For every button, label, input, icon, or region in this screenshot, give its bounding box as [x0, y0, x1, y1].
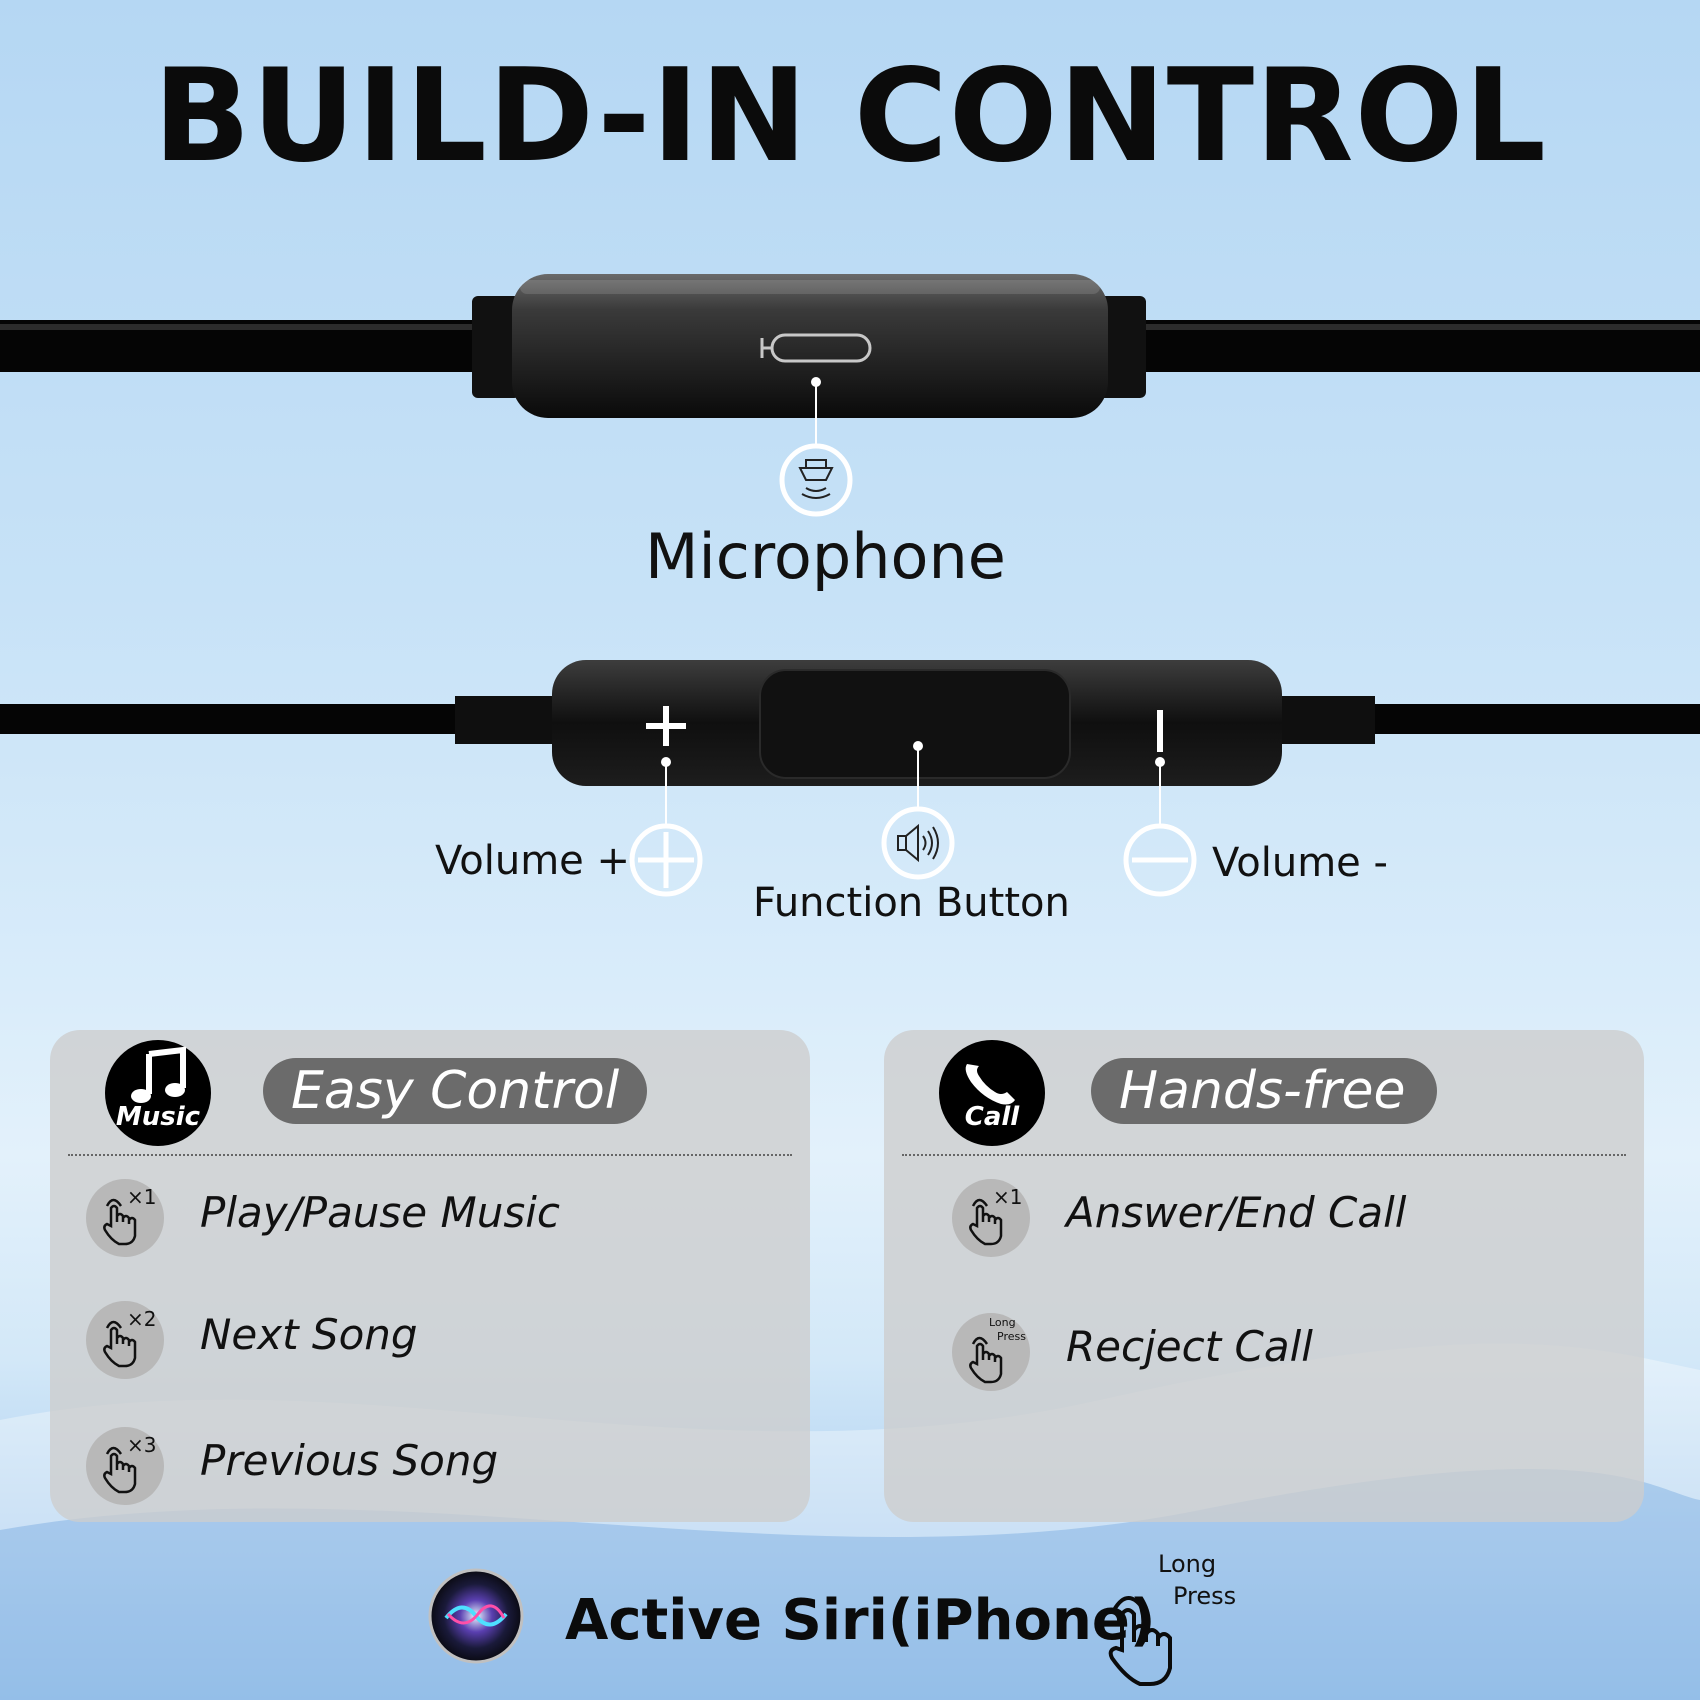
tap-hand-icon: Long Press	[952, 1313, 1030, 1391]
siri-long-label: Long	[1158, 1550, 1217, 1578]
music-note-icon	[131, 1046, 186, 1103]
tap-hand-icon: ×1	[86, 1179, 164, 1257]
hands-free-panel: Call Hands-free ×1 Answer/End Call Long …	[884, 1030, 1644, 1522]
svg-text:Long: Long	[989, 1316, 1016, 1329]
tap-hand-icon: ×1	[952, 1179, 1030, 1257]
music-badge-label: Music	[115, 1102, 201, 1132]
easy-control-heading: Easy Control	[263, 1058, 648, 1124]
music-badge: Music	[105, 1040, 211, 1146]
list-item: Long Press Recject Call	[951, 1312, 1651, 1392]
row-text: Next Song	[200, 1310, 418, 1359]
tap-hand-icon: ×2	[86, 1301, 164, 1379]
siri-label: Active Siri(iPhone)	[565, 1588, 1156, 1653]
microphone-icon	[779, 443, 853, 517]
panel-divider	[902, 1154, 1626, 1156]
page-title: BUILD-IN CONTROL	[153, 42, 1547, 191]
call-badge: Call	[939, 1040, 1045, 1146]
siri-orb-icon	[428, 1568, 524, 1664]
svg-text:×2: ×2	[127, 1307, 156, 1331]
svg-text:×3: ×3	[127, 1433, 156, 1457]
list-item: ×3 Previous Song	[85, 1426, 785, 1506]
tap-hand-icon: ×3	[86, 1427, 164, 1505]
volume-down-label: Volume -	[1212, 840, 1388, 886]
list-item: ×1 Answer/End Call	[951, 1178, 1651, 1258]
list-item: ×1 Play/Pause Music	[85, 1178, 785, 1258]
row-text: Answer/End Call	[1066, 1188, 1407, 1237]
phone-icon	[965, 1064, 1015, 1105]
mic-engraving-icon	[760, 333, 872, 363]
volume-up-label: Volume +	[435, 838, 630, 884]
remote-illustration	[0, 274, 1700, 897]
volume-up-icon	[629, 823, 703, 897]
volume-down-icon	[1123, 823, 1197, 897]
function-button-label: Function Button	[753, 880, 1070, 926]
svg-text:Press: Press	[997, 1330, 1026, 1343]
svg-text:×1: ×1	[127, 1185, 156, 1209]
panel-divider	[68, 1154, 792, 1156]
control-unit	[0, 660, 1700, 825]
easy-control-panel: Music Easy Control ×1 Play/Pause Music ×…	[50, 1030, 810, 1522]
list-item: ×2 Next Song	[85, 1300, 785, 1380]
row-text: Previous Song	[200, 1436, 499, 1485]
long-press-hand-icon	[1108, 1596, 1172, 1686]
call-badge-label: Call	[964, 1102, 1020, 1132]
svg-text:×1: ×1	[993, 1185, 1022, 1209]
row-text: Play/Pause Music	[200, 1188, 560, 1237]
microphone-label: Microphone	[645, 520, 1006, 593]
siri-press-label: Press	[1173, 1582, 1237, 1610]
speaker-icon	[881, 806, 955, 880]
microphone-unit	[0, 274, 1700, 517]
hands-free-heading: Hands-free	[1091, 1058, 1437, 1124]
row-text: Recject Call	[1066, 1322, 1313, 1371]
